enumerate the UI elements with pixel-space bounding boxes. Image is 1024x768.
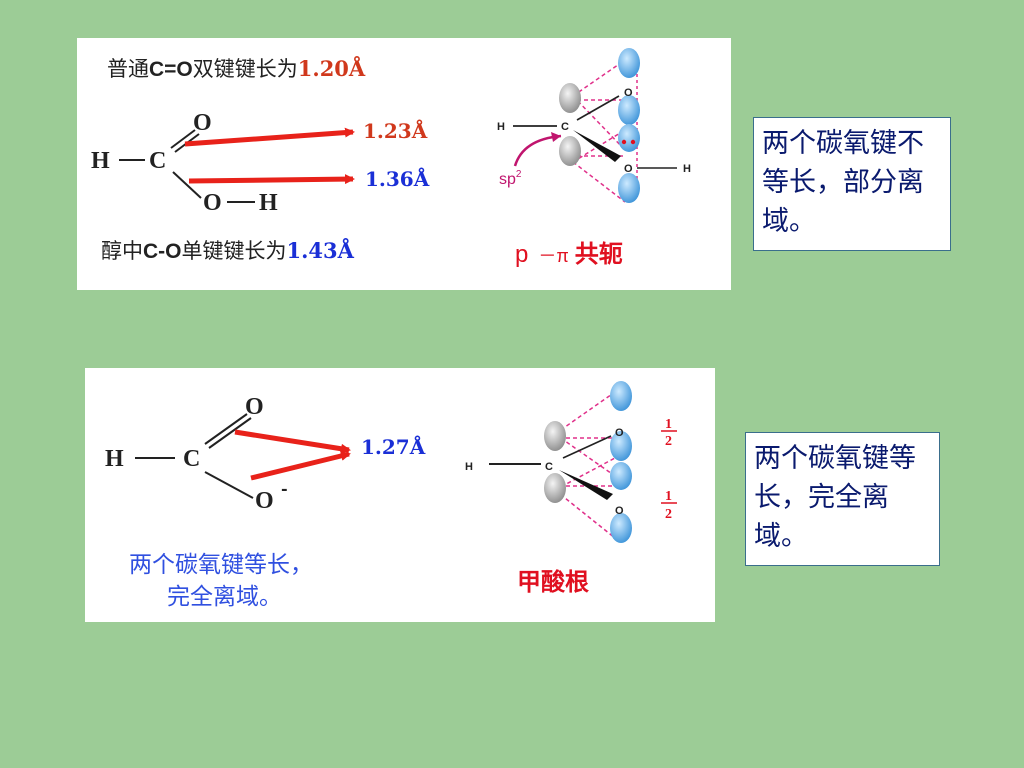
value-bond-length: 1.27Å: [361, 435, 426, 459]
bond-c-o-1b: [208, 417, 252, 449]
arrow-bond-2: [250, 451, 351, 481]
formic-acid-diagram: 普通C=O双键键长为1.20Å H C O O H 1.23Å 1.36Å 醇中…: [91, 48, 691, 268]
atom-h: H: [105, 446, 124, 472]
svg-text:2: 2: [665, 434, 672, 449]
atom-o-1: O: [245, 394, 264, 420]
value-double-bond: 1.23Å: [363, 119, 428, 143]
svg-text:C: C: [561, 121, 569, 133]
bond-c-o-1a: [204, 413, 248, 445]
value-single-bond: 1.36Å: [365, 167, 430, 191]
orbital-diagram-bottom: H C O O 1 2 1 2: [465, 381, 677, 543]
svg-text:O: O: [615, 505, 624, 517]
bottom-diagram-panel: H C O O - 1.27Å 两个碳氧键等长， 完全离域。: [85, 368, 715, 622]
note-partial-delocalization: 两个碳氧键不等长，部分离域。: [753, 117, 951, 251]
svg-text:O: O: [624, 87, 633, 99]
formate-label: 甲酸根: [517, 568, 589, 596]
svg-text:1: 1: [665, 417, 672, 432]
svg-text:H: H: [497, 121, 505, 133]
note-full-delocalization: 两个碳氧键等长，完全离域。: [745, 432, 940, 566]
arrow-bond-1: [234, 429, 351, 454]
atom-o-carbonyl: O: [193, 110, 212, 136]
bond-c-o-2: [204, 471, 254, 499]
svg-text:H: H: [683, 163, 691, 175]
bond-c-o-single: [172, 171, 202, 199]
double-bond-length-text: 普通C=O双键键长为1.20Å: [107, 56, 366, 81]
atom-h: H: [91, 148, 110, 174]
negative-charge: -: [281, 479, 288, 498]
single-bond-length-text: 醇中C-O单键键长为1.43Å: [101, 238, 355, 263]
svg-text:1: 1: [665, 489, 672, 504]
atom-h-hydroxyl: H: [259, 190, 278, 216]
sp2-label: sp2: [499, 169, 522, 188]
caption-line-1: 两个碳氧键等长，: [129, 552, 313, 578]
atom-c: C: [149, 148, 166, 174]
half-charge-fractions: 1 2 1 2: [661, 417, 677, 522]
svg-text:2: 2: [665, 507, 672, 522]
atom-c: C: [183, 446, 200, 472]
svg-text:H: H: [465, 461, 473, 473]
orbital-diagram-top: H C O O H sp2: [497, 48, 691, 203]
svg-text:O: O: [615, 427, 624, 439]
bond-c-o-double-1: [170, 129, 196, 149]
atom-o-hydroxyl: O: [203, 190, 222, 216]
atom-o-2: O: [255, 488, 274, 514]
svg-text:C: C: [545, 461, 553, 473]
arrow-single-bond: [188, 174, 355, 185]
arrow-double-bond: [184, 127, 355, 147]
top-diagram-panel: 普通C=O双键键长为1.20Å H C O O H 1.23Å 1.36Å 醇中…: [77, 38, 731, 290]
svg-text:O: O: [624, 163, 633, 175]
caption-line-2: 完全离域。: [167, 584, 282, 610]
formate-ion-diagram: H C O O - 1.27Å 两个碳氧键等长， 完全离域。: [105, 381, 677, 610]
